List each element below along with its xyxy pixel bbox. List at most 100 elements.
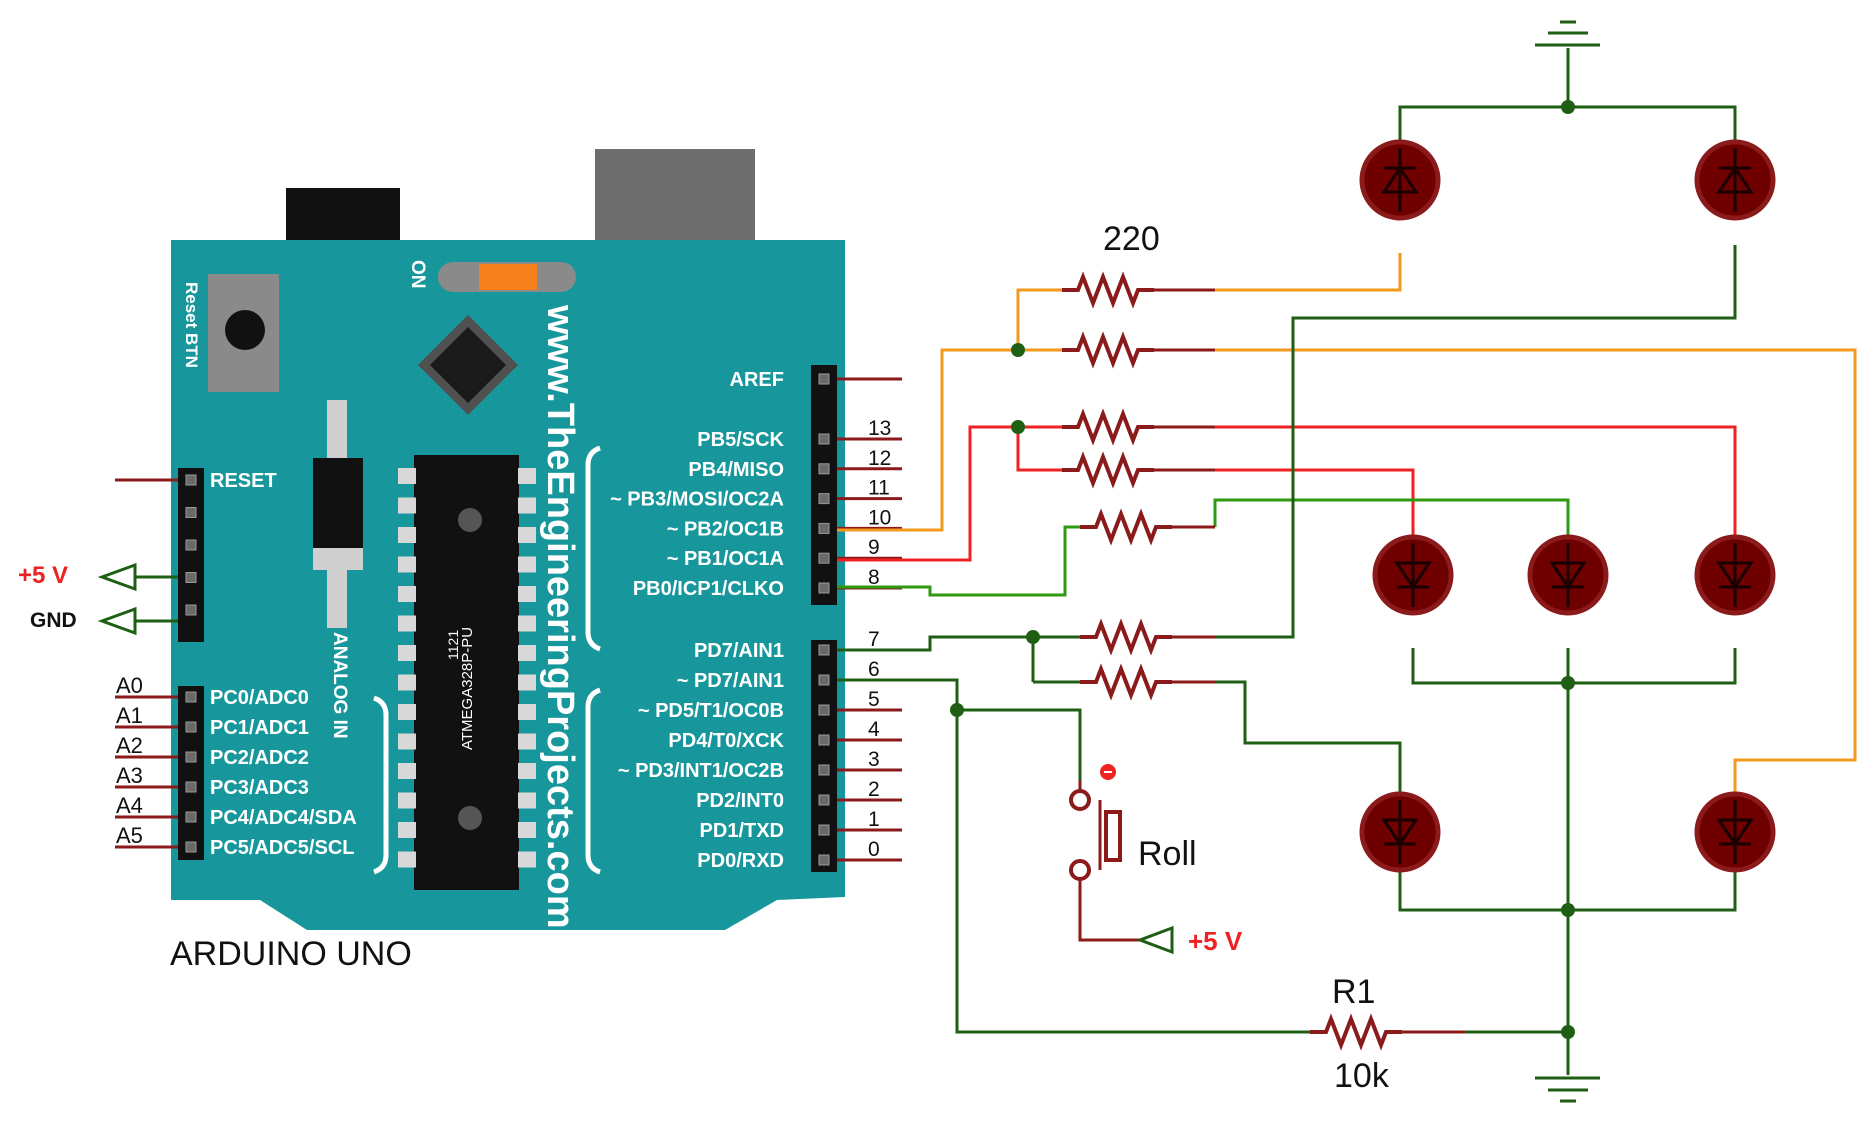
digital-pin-number: 2 (868, 778, 880, 801)
digital-header-upper (811, 365, 837, 605)
resistor-7 (1078, 667, 1174, 697)
digital-pin-number: 9 (868, 536, 880, 559)
resistor-2 (1060, 335, 1156, 365)
analog-header (178, 686, 204, 860)
resistor-6 (1078, 622, 1174, 652)
analog-pin-number: A2 (116, 733, 143, 758)
digital-bracket-lower (585, 687, 601, 875)
digital-pin-label: ~ PB3/MOSI/OC2A (610, 489, 784, 511)
board-title: ARDUINO UNO (170, 935, 412, 973)
analog-pin-label: PC1/ADC1 (210, 717, 309, 739)
arduino-uno-board: Reset BTN ON ANALOG IN ATMEGA328P-PU 112… (171, 149, 902, 930)
supply-label: +5 V (1188, 926, 1243, 956)
led-5 (1694, 534, 1776, 616)
wire-pin10 (837, 348, 1018, 532)
digital-pin-number: 4 (868, 718, 880, 741)
ground-symbol-bottom (1535, 1076, 1600, 1103)
wire-pin7 (837, 635, 1080, 652)
dice-leds (1359, 139, 1776, 873)
digital-pin-label: PD4/T0/XCK (668, 730, 784, 752)
supply-arrow-icon (1135, 925, 1174, 955)
roll-pushbutton[interactable] (1069, 764, 1122, 881)
chip-label-line2: 1121 (445, 630, 461, 660)
analog-pin-number: A4 (116, 793, 143, 818)
led-1 (1359, 139, 1441, 221)
analog-bracket (373, 695, 389, 875)
digital-pin-number: 10 (868, 506, 891, 529)
atmega-chip (414, 455, 519, 890)
digital-bracket-upper (585, 445, 601, 652)
analog-pin-label: PC3/ADC3 (210, 777, 309, 799)
website-label: www.TheEngineeringProjects.com (539, 304, 581, 929)
on-led (479, 264, 537, 290)
junction-dots (950, 100, 1575, 1039)
power-diode (313, 458, 363, 548)
digital-pin-label: ~ PB2/OC1B (667, 518, 784, 540)
digital-pin-number: 3 (868, 748, 880, 771)
aref-label: AREF (730, 369, 784, 391)
pulldown-value: 10k (1334, 1057, 1390, 1095)
analog-pin-label: PC4/ADC4/SDA (210, 807, 357, 829)
digital-pin-label: ~ PD3/INT1/OC2B (618, 760, 784, 782)
header-pin-dots (185, 373, 830, 866)
resistor-value-label: 220 (1103, 220, 1160, 258)
digital-pin-number: 0 (868, 838, 880, 861)
pulldown-resistor-r1 (1308, 1017, 1404, 1047)
analog-pin-label: PC0/ADC0 (210, 687, 309, 709)
power-header (178, 468, 204, 642)
analog-pin-number: A0 (116, 673, 143, 698)
on-label: ON (407, 260, 428, 289)
resistor-array (1060, 275, 1215, 697)
gnd-label-left: GND (30, 609, 77, 632)
board-pin-labels: RESET PC0/ADC0PC1/ADC1PC2/ADC2PC3/ADC3PC4… (210, 369, 902, 872)
digital-pin-number: 1 (868, 808, 880, 831)
chip-label-line1: ATMEGA328P-PU (459, 627, 476, 750)
led-7 (1694, 791, 1776, 873)
led-2 (1694, 139, 1776, 221)
resistor-3 (1060, 412, 1156, 442)
regulator-chip (418, 315, 518, 415)
led-6 (1359, 791, 1441, 873)
analog-pin-label: PC2/ADC2 (210, 747, 309, 769)
pulldown-name: R1 (1332, 973, 1375, 1011)
digital-pin-number: 13 (868, 417, 891, 440)
digital-pin-label: PD1/TXD (700, 820, 784, 842)
vcc-label-left: +5 V (18, 562, 68, 589)
resistor-5 (1078, 512, 1174, 542)
digital-pin-label: PB5/SCK (697, 429, 784, 451)
digital-pin-label: PD0/RXD (697, 850, 784, 872)
resistor-4 (1060, 455, 1156, 485)
reset-button-label: Reset BTN (182, 282, 201, 368)
digital-pin-number: 6 (868, 658, 880, 681)
digital-pin-label: ~ PB1/OC1A (667, 548, 784, 570)
digital-pin-label: PB4/MISO (688, 459, 784, 481)
wires (837, 48, 1857, 1075)
reset-button[interactable] (208, 274, 279, 392)
analog-pin-label: PC5/ADC5/SCL (210, 837, 354, 859)
pushbutton-label: Roll (1138, 835, 1197, 873)
analog-pin-number: A3 (116, 763, 143, 788)
reset-pin-label: RESET (210, 470, 277, 492)
ground-symbol-top (1535, 20, 1600, 47)
chip-pins (398, 468, 536, 868)
analog-in-label: ANALOG IN (329, 632, 350, 739)
wire-pin9 (837, 425, 1018, 562)
digital-pin-label: PD7/AIN1 (694, 640, 784, 662)
digital-pin-label: ~ PD5/T1/OC0B (638, 700, 784, 722)
analog-pin-number: A5 (116, 823, 143, 848)
analog-pin-number: A1 (116, 703, 143, 728)
digital-pin-number: 11 (868, 477, 890, 500)
led-3 (1372, 534, 1454, 616)
digital-pin-label: PB0/ICP1/CLKO (633, 578, 784, 600)
resistor-1 (1060, 275, 1156, 305)
led-4 (1527, 534, 1609, 616)
digital-pin-label: PD2/INT0 (696, 790, 784, 812)
digital-pin-number: 8 (868, 566, 880, 589)
wire-pin6 (837, 678, 1310, 1034)
wire-pin8 (837, 525, 1080, 597)
power-slide-tail (327, 568, 347, 628)
power-slide-knob (313, 548, 363, 570)
digital-pin-label: ~ PD7/AIN1 (677, 670, 784, 692)
